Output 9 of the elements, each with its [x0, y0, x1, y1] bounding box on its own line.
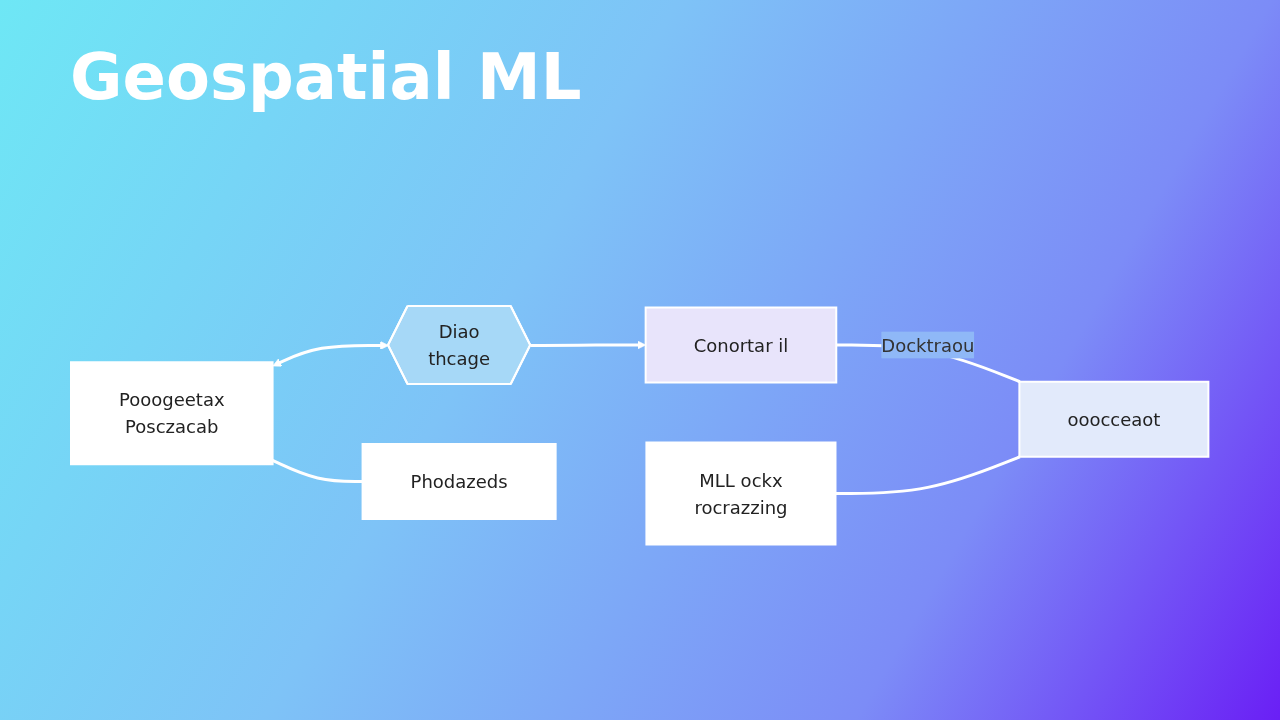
node-box: ooocceaot — [1018, 380, 1210, 458]
node-box: Phodazeds — [361, 442, 557, 520]
node-box: Pooogeetax Posczacab — [70, 361, 274, 465]
connector — [272, 458, 363, 483]
node-box: MLL ockx rocrazzing — [645, 441, 837, 546]
node-box: Conortar il — [644, 306, 838, 384]
diagram-title: Geospatial ML — [70, 40, 582, 114]
edge-label: Docktraou — [881, 334, 975, 356]
connector — [835, 455, 1021, 495]
